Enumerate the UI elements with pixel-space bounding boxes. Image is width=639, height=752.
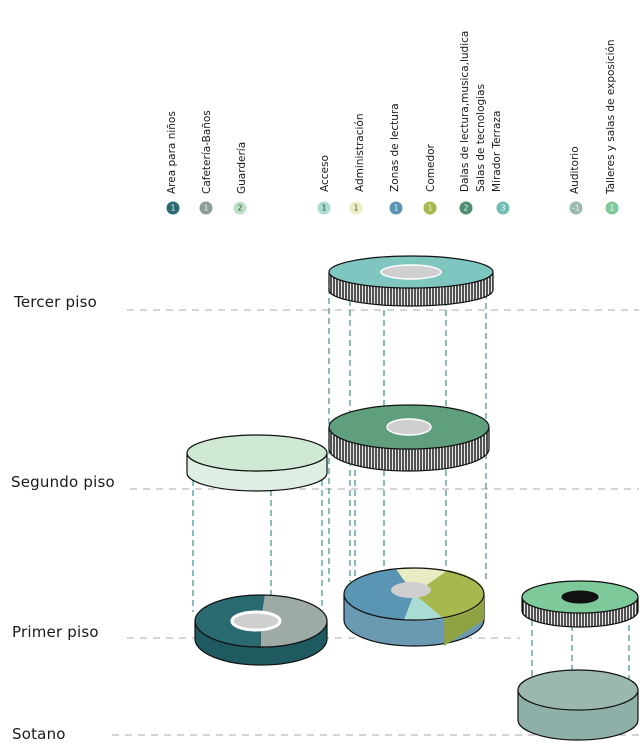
ring-hole [380,264,442,280]
primer-center-ring [343,567,485,647]
legend-badge-number: 1 [170,204,175,213]
legend-badge [389,201,403,215]
ring-outline [343,567,485,621]
cylinder-top [517,669,639,711]
ring-hole [386,418,432,436]
administracion-segment [396,567,448,594]
floor-volumes [186,255,639,741]
legend-label: Administración [354,114,366,193]
legend-badge-number: 1 [393,204,398,213]
legend-badge [496,201,510,215]
legend-badge [459,201,473,215]
floor-label-sotano: Sotano [12,725,66,743]
legend-badge-number: 1 [427,204,432,213]
floor-label-tercer: Tercer piso [14,293,97,311]
ring-hole [391,582,431,598]
legend-badge [199,201,213,215]
tercer-piso-ring [328,255,494,307]
legend-label: Area para niños [166,111,178,194]
primer-left-ring [194,594,328,666]
legend-badge [423,201,437,215]
legend-badge-number: 2 [237,204,242,213]
comedor-segment [414,570,485,619]
cafeteria-segment [261,595,328,647]
acceso-segment [404,594,444,621]
legend-label: Zonas de lectura [389,103,401,192]
legend: Area para niños 1 Cafetería-Baños 1 Guarderí… [166,31,619,215]
legend-badge-number: 1 [609,204,614,213]
legend-label: Cafetería-Baños [201,110,213,194]
legend-label: Acceso [319,155,331,192]
ring-hole [561,590,599,604]
ring-outline [194,594,328,648]
ring-top [186,434,328,472]
ring-hole [230,610,282,632]
legend-badge [349,201,363,215]
legend-label: Dalas de lectura,musica,ludica [459,31,471,192]
legend-badge-number: -1 [572,204,580,213]
legend-badge [317,201,331,215]
talleres-ring [521,580,639,628]
legend-label: Salas de tecnologias [475,84,487,192]
legend-badge [605,201,619,215]
legend-badge-number: 3 [500,204,505,213]
legend-label: Talleres y salas de exposición [605,39,617,195]
legend-label: Comedor [425,143,437,192]
legend-badge-number: 1 [203,204,208,213]
floor-label-segundo: Segundo piso [11,473,115,491]
floor-label-primer: Primer piso [12,623,99,641]
legend-badge-number: 1 [321,204,326,213]
lectura-segment-lower [343,594,414,620]
auditorio-cylinder [517,669,639,741]
legend-badge [569,201,583,215]
legend-badge [233,201,247,215]
guarderia-ring [186,434,328,492]
legend-label: Mirador Terraza [491,111,503,192]
legend-badge-number: 1 [353,204,358,213]
legend-label: Guardería [236,142,248,194]
legend-badge [166,201,180,215]
legend-label: Auditorio [569,146,581,194]
segundo-piso-ring [328,404,490,472]
legend-badge-number: 2 [463,204,468,213]
